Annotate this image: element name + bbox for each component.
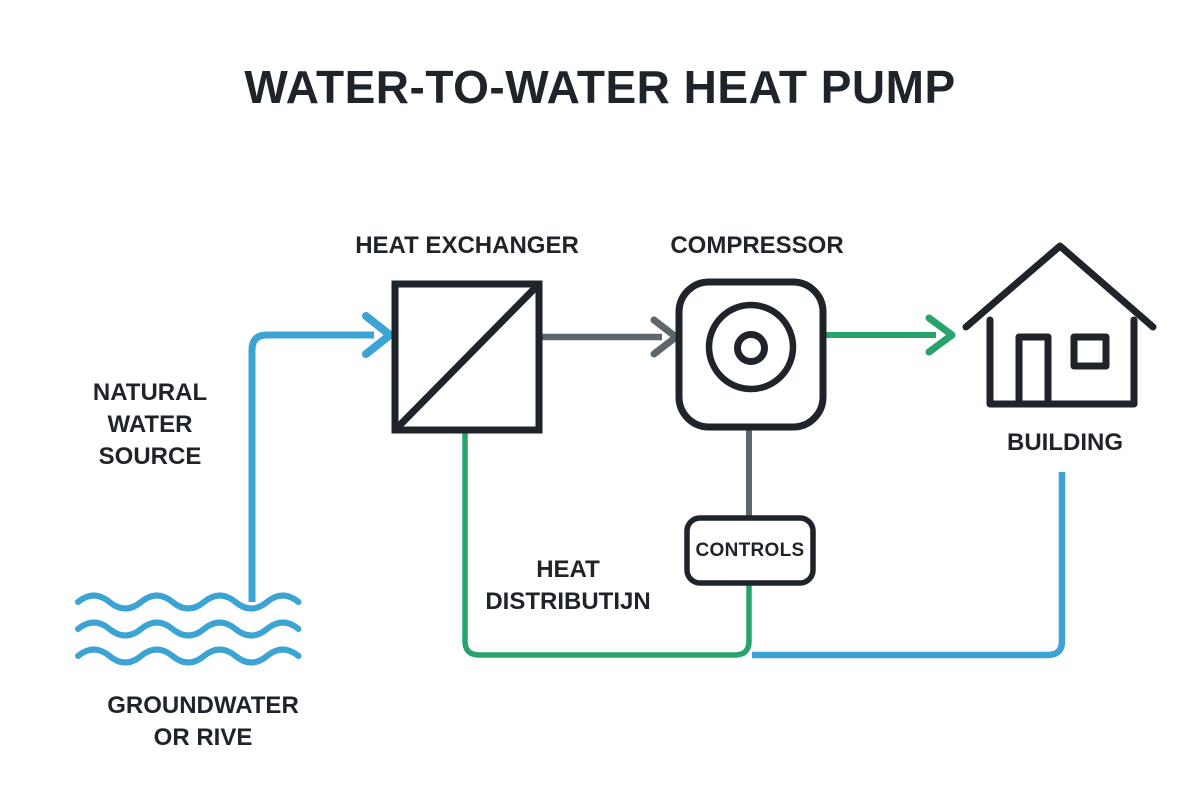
- label-line: WATER: [107, 411, 193, 438]
- waves-icon: [75, 592, 302, 666]
- building-arrowhead-icon: [925, 314, 956, 356]
- controls-box: [684, 515, 816, 586]
- compressor-dial-icon: [675, 278, 827, 431]
- wave-line-1: [75, 592, 302, 612]
- heat-distribution-label: HEAT DISTRIBUTIJN: [485, 554, 650, 618]
- building-label: BUILDING: [1007, 429, 1123, 456]
- heat-exchanger-label: HEAT EXCHANGER: [355, 232, 579, 259]
- house-icon: [962, 242, 1157, 408]
- house-door: [1015, 333, 1052, 408]
- house-walls: [986, 316, 1138, 408]
- heat-distribution-pipe: [462, 430, 752, 658]
- house-roof: [962, 242, 1157, 331]
- label-line: NATURAL: [92, 379, 208, 406]
- wave-line-3: [75, 646, 302, 666]
- house-window: [1070, 333, 1110, 370]
- natural-water-source-label: NATURAL WATER SOURCE: [93, 377, 207, 473]
- water-supply-pipe: [248, 331, 374, 602]
- compressor-inner-circle: [734, 331, 768, 365]
- label-line: SOURCE: [98, 443, 202, 470]
- compressor-box: [675, 278, 827, 431]
- square-diagonal-icon: [391, 280, 543, 434]
- building-return-pipe: [752, 472, 1066, 659]
- label-line: DISTRIBUTIJN: [485, 588, 651, 615]
- compressor-label: COMPRESSOR: [670, 232, 844, 259]
- label-line: GROUNDWATER: [107, 692, 299, 719]
- controls-label: CONTROLS: [695, 540, 805, 561]
- compressor-outer-circle: [705, 301, 797, 393]
- label-line: OR RIVE: [153, 724, 253, 751]
- page-title: WATER-TO-WATER HEAT PUMP: [244, 61, 956, 113]
- heat-exchanger-diagonal: [395, 284, 539, 430]
- label-line: HEAT: [536, 556, 600, 583]
- wave-line-2: [75, 619, 302, 639]
- supply-arrowhead-icon: [362, 312, 394, 358]
- groundwater-label: GROUNDWATER OR RIVE: [107, 690, 299, 754]
